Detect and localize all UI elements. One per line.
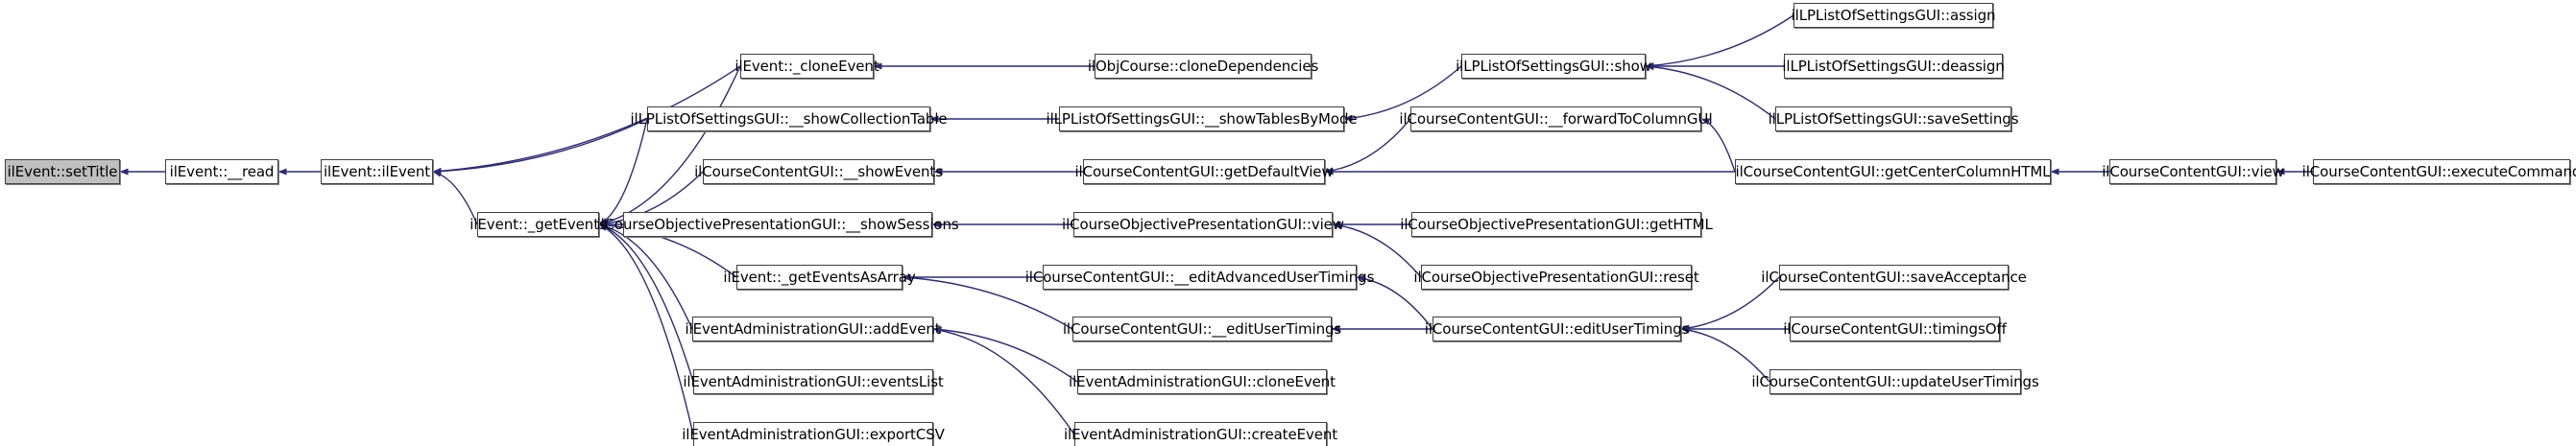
graph-node-cloneEvent[interactable]: ilEvent::_cloneEvent	[734, 54, 879, 79]
edge-forwardToColumnGUI-to-getDefaultView	[1324, 118, 1411, 175]
graph-node-label: ilObjCourse::cloneDependencies	[1087, 57, 1319, 75]
graph-node-createEventAdmin[interactable]: ilEventAdministrationGUI::createEvent	[1064, 422, 1337, 446]
graph-node-getEventsAsArray[interactable]: ilEvent::_getEventsAsArray	[723, 265, 916, 290]
graph-node-getDefaultView[interactable]: ilCourseContentGUI::getDefaultView	[1074, 159, 1334, 184]
graph-node-label: ilEventAdministrationGUI::addEvent	[685, 319, 941, 338]
graph-node-deassign[interactable]: ilLPListOfSettingsGUI::deassign	[1782, 54, 2005, 79]
graph-node-label: ilCourseContentGUI::executeCommand	[2301, 162, 2576, 180]
graph-node-label: ilCourseObjectivePresentationGUI::reset	[1413, 268, 1699, 286]
graph-node-exportCSV[interactable]: ilEventAdministrationGUI::exportCSV	[682, 422, 945, 446]
graph-node-showCollectionTable[interactable]: ilLPListOfSettingsGUI::__showCollectionT…	[630, 106, 948, 131]
graph-node-label: ilCourseContentGUI::saveAcceptance	[1761, 268, 2027, 286]
graph-node-label: ilEvent::_getEventsAsArray	[723, 268, 916, 286]
edge-lpShow-to-showTablesByMode	[1343, 65, 1462, 122]
graph-node-addEvent[interactable]: ilEventAdministrationGUI::addEvent	[686, 317, 941, 341]
graph-node-label: ilCourseObjectivePresentationGUI::getHTM…	[1400, 215, 1713, 233]
edge-assign-to-lpShow	[1645, 14, 1794, 69]
graph-node-forwardToColumnGUI[interactable]: ilCourseContentGUI::__forwardToColumnGUI	[1399, 106, 1713, 131]
graph-node-cloneDependencies[interactable]: ilObjCourse::cloneDependencies	[1088, 54, 1318, 79]
edge-getEventsAsArray-to-getEvents	[598, 222, 737, 278]
graph-node-label: ilCourseContentGUI::getDefaultView	[1074, 162, 1334, 180]
edge-createEventAdmin-to-addEvent	[932, 326, 1075, 435]
edge-showEvents-to-getEvents	[598, 171, 704, 227]
graph-node-cloneEventAdmin[interactable]: ilEventAdministrationGUI::cloneEvent	[1069, 369, 1336, 394]
graph-node-updateUserTimings[interactable]: ilCourseContentGUI::updateUserTimings	[1751, 369, 2039, 394]
edge-getCenterColumnHTML-to-forwardToColumnGUI	[1700, 118, 1736, 173]
graph-node-editUserTimings[interactable]: ilCourseContentGUI::editUserTimings	[1425, 317, 1689, 341]
edge-saveSettings-to-lpShow	[1645, 63, 1776, 120]
graph-node-label: ilLPListOfSettingsGUI::saveSettings	[1768, 109, 2019, 128]
graph-node-lpShow[interactable]: ilLPListOfSettingsGUI::show	[1456, 54, 1651, 79]
graph-node-label: ilCourseContentGUI::view	[2102, 162, 2284, 180]
graph-node-label: ilEventAdministrationGUI::eventsList	[683, 372, 944, 390]
edge-saveAcceptance-to-editUserTimings	[1680, 276, 1780, 332]
graph-node-label: ilEvent::_getEvents	[469, 215, 607, 233]
graph-node-label: ilLPListOfSettingsGUI::assign	[1791, 6, 1996, 24]
edge-addEvent-to-getEvents	[598, 223, 693, 330]
graph-node-eventsList[interactable]: ilEventAdministrationGUI::eventsList	[683, 369, 944, 394]
graph-node-label: ilCourseContentGUI::getCenterColumnHTML	[1735, 162, 2051, 180]
graph-node-ccguiView[interactable]: ilCourseContentGUI::view	[2102, 159, 2284, 184]
graph-node-label: ilEventAdministrationGUI::cloneEvent	[1069, 372, 1336, 390]
edge-editUserTimingsPriv-to-getEventsAsArray	[902, 274, 1073, 330]
edge-exportCSV-to-getEvents	[598, 223, 694, 435]
edge-reset-to-objPresView	[1332, 222, 1422, 278]
graph-node-showEvents[interactable]: ilCourseContentGUI::__showEvents	[694, 159, 943, 184]
graph-node-getCenterColumnHTML[interactable]: ilCourseContentGUI::getCenterColumnHTML	[1735, 159, 2051, 184]
graph-node-label: ilEvent::__read	[169, 162, 275, 180]
graph-node-label: ilCourseContentGUI::__editAdvancedUserTi…	[1024, 268, 1375, 286]
graph-node-label: ilEvent::setTitle	[7, 162, 118, 180]
edge-cloneEventAdmin-to-addEvent	[932, 326, 1078, 383]
graph-node-read[interactable]: ilEvent::__read	[165, 159, 278, 184]
graph-node-label: ilCourseContentGUI::__forwardToColumnGUI	[1399, 109, 1713, 128]
edge-cloneEvent-to-ilEvent	[432, 65, 741, 175]
graph-node-label: ilLPListOfSettingsGUI::__showTablesByMod…	[1046, 109, 1358, 128]
graph-node-label: ilLPListOfSettingsGUI::deassign	[1782, 57, 2005, 75]
graph-node-saveSettings[interactable]: ilLPListOfSettingsGUI::saveSettings	[1769, 106, 2019, 131]
graph-node-assign[interactable]: ilLPListOfSettingsGUI::assign	[1791, 3, 1996, 28]
graph-node-label: ilCourseContentGUI::updateUserTimings	[1751, 372, 2039, 390]
graph-node-reset[interactable]: ilCourseObjectivePresentationGUI::reset	[1413, 265, 1699, 290]
graph-node-getEvents[interactable]: ilEvent::_getEvents	[469, 212, 607, 237]
graph-node-label: ilCourseContentGUI::timingsOff	[1783, 319, 2007, 338]
graph-node-editAdvancedUserTimings[interactable]: ilCourseContentGUI::__editAdvancedUserTi…	[1025, 265, 1374, 290]
graph-node-getHTML[interactable]: ilCourseObjectivePresentationGUI::getHTM…	[1400, 212, 1713, 237]
graph-node-label: ilEventAdministrationGUI::createEvent	[1063, 425, 1338, 443]
edge-showCollectionTable-to-ilEvent	[432, 118, 648, 176]
graph-node-saveAcceptance[interactable]: ilCourseContentGUI::saveAcceptance	[1761, 265, 2027, 290]
graph-node-executeCommand[interactable]: ilCourseContentGUI::executeCommand	[2302, 159, 2576, 184]
graph-node-label: ilLPListOfSettingsGUI::__showCollectionT…	[630, 109, 948, 128]
edge-getEvents-to-ilEvent	[432, 170, 478, 225]
graph-node-timingsOff[interactable]: ilCourseContentGUI::timingsOff	[1783, 317, 2007, 341]
graph-node-label: ilCourseContentGUI::__editUserTimings	[1062, 319, 1342, 338]
graph-node-showSessions[interactable]: ilCourseObjectivePresentationGUI::__show…	[596, 212, 959, 237]
graph-node-showTablesByMode[interactable]: ilLPListOfSettingsGUI::__showTablesByMod…	[1047, 106, 1358, 131]
graph-node-ilEvent[interactable]: ilEvent::ilEvent	[321, 159, 433, 184]
graph-node-objPresView[interactable]: ilCourseObjectivePresentationGUI::view	[1062, 212, 1344, 237]
edge-eventsList-to-getEvents	[598, 223, 694, 383]
edge-editUserTimings-to-editAdvancedUserTimings	[1356, 274, 1433, 330]
graph-node-label: ilCourseContentGUI::__showEvents	[694, 162, 943, 180]
graph-node-label: ilCourseObjectivePresentationGUI::__show…	[596, 215, 959, 233]
graph-node-label: ilCourseContentGUI::editUserTimings	[1424, 319, 1690, 338]
graph-node-label: ilEventAdministrationGUI::exportCSV	[682, 425, 945, 443]
edge-updateUserTimings-to-editUserTimings	[1680, 326, 1770, 383]
graph-node-label: ilCourseObjectivePresentationGUI::view	[1062, 215, 1344, 233]
graph-node-editUserTimingsPriv[interactable]: ilCourseContentGUI::__editUserTimings	[1063, 317, 1341, 341]
graph-node-label: ilEvent::_cloneEvent	[734, 57, 879, 75]
graph-node-label: ilLPListOfSettingsGUI::show	[1456, 57, 1651, 75]
graph-node-setTitle[interactable]: ilEvent::setTitle	[5, 159, 120, 184]
edge-cloneEvent-to-getEvents	[598, 65, 741, 226]
graph-node-label: ilEvent::ilEvent	[323, 162, 431, 180]
